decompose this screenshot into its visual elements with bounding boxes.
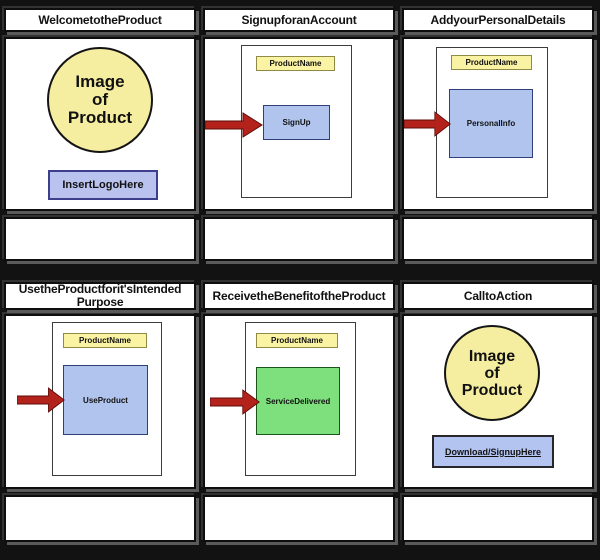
product-name-label: ProductName bbox=[270, 336, 323, 345]
panel-canvas-welcome[interactable]: Image of Product InsertLogoHere bbox=[4, 37, 196, 211]
title-cell-personal-details[interactable]: AddyourPersonalDetails bbox=[402, 8, 594, 32]
panel-canvas-call-to-action[interactable]: Image of Product Download/SignupHere bbox=[402, 314, 594, 489]
description-cell-signup[interactable] bbox=[203, 217, 395, 261]
circle-label-line: of bbox=[91, 90, 109, 109]
red-arrow-icon[interactable] bbox=[210, 389, 260, 415]
description-cell-benefit[interactable] bbox=[203, 495, 395, 542]
product-name-header-box[interactable]: ProductName bbox=[451, 55, 532, 70]
action-box-label: ServiceDelivered bbox=[265, 396, 331, 406]
action-box-label: PersonalInfo bbox=[466, 119, 516, 128]
service-delivered-box[interactable]: ServiceDelivered bbox=[256, 367, 340, 435]
product-image-circle[interactable]: Image of Product bbox=[444, 325, 540, 421]
panel-title-text: UsetheProductforit'sIntended Purpose bbox=[18, 282, 182, 309]
red-arrow-icon[interactable] bbox=[404, 111, 451, 137]
description-cell-call-to-action[interactable] bbox=[402, 495, 594, 542]
description-cell-personal-details[interactable] bbox=[402, 217, 594, 261]
product-name-label: ProductName bbox=[465, 58, 518, 67]
cta-box-label: Download/SignupHere bbox=[444, 446, 541, 457]
use-product-box[interactable]: UseProduct bbox=[63, 365, 148, 435]
description-cell-use-product[interactable] bbox=[4, 495, 196, 542]
personal-info-box[interactable]: PersonalInfo bbox=[449, 89, 533, 158]
description-cell-welcome[interactable] bbox=[4, 217, 196, 261]
panel-title-text: WelcometotheProduct bbox=[38, 12, 162, 27]
circle-label-line: of bbox=[484, 364, 500, 382]
title-cell-use-product[interactable]: UsetheProductforit'sIntended Purpose bbox=[4, 282, 196, 310]
product-name-header-box[interactable]: ProductName bbox=[256, 56, 335, 71]
action-box-label: SignUp bbox=[282, 118, 311, 127]
logo-box-label: InsertLogoHere bbox=[62, 179, 144, 191]
red-arrow-icon[interactable] bbox=[205, 112, 263, 138]
product-image-circle[interactable]: Image of Product bbox=[47, 47, 153, 153]
circle-label-line: Image bbox=[75, 72, 125, 91]
action-box-label: UseProduct bbox=[83, 395, 128, 405]
title-cell-call-to-action[interactable]: CalltoAction bbox=[402, 282, 594, 310]
insert-logo-box[interactable]: InsertLogoHere bbox=[48, 170, 158, 200]
circle-label-line: Product bbox=[67, 108, 133, 127]
product-name-label: ProductName bbox=[78, 336, 131, 345]
title-cell-welcome[interactable]: WelcometotheProduct bbox=[4, 8, 196, 32]
panel-canvas-use-product[interactable]: ProductName UseProduct bbox=[4, 314, 196, 489]
product-name-header-box[interactable]: ProductName bbox=[256, 333, 338, 348]
circle-label-line: Product bbox=[461, 381, 523, 399]
signup-button-box[interactable]: SignUp bbox=[263, 105, 330, 140]
download-signup-box[interactable]: Download/SignupHere bbox=[432, 435, 554, 468]
product-name-header-box[interactable]: ProductName bbox=[63, 333, 147, 348]
panel-canvas-personal-details[interactable]: ProductName PersonalInfo bbox=[402, 37, 594, 211]
panel-canvas-benefit[interactable]: ProductName ServiceDelivered bbox=[203, 314, 395, 489]
title-cell-signup[interactable]: SignupforanAccount bbox=[203, 8, 395, 32]
panel-title-text: CalltoAction bbox=[463, 288, 533, 303]
panel-canvas-signup[interactable]: ProductName SignUp bbox=[203, 37, 395, 211]
panel-title-text: ReceivetheBenefitoftheProduct bbox=[212, 288, 386, 303]
panel-title-text: AddyourPersonalDetails bbox=[430, 12, 566, 27]
red-arrow-icon[interactable] bbox=[17, 387, 65, 413]
title-cell-benefit[interactable]: ReceivetheBenefitoftheProduct bbox=[203, 282, 395, 310]
panel-title-text: SignupforanAccount bbox=[241, 12, 357, 27]
product-name-label: ProductName bbox=[269, 59, 322, 68]
circle-label-line: Image bbox=[468, 347, 516, 365]
